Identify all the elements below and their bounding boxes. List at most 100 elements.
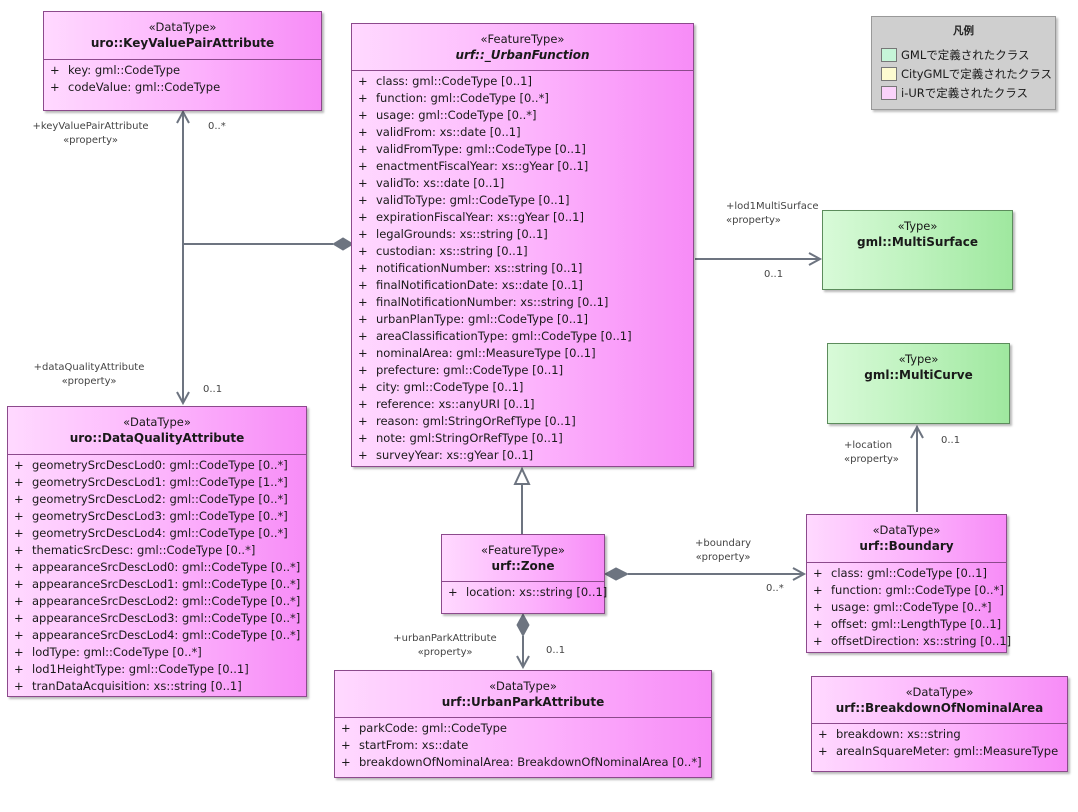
attribute-row: +parkCode: gml::CodeType — [341, 721, 508, 735]
attribute-row: +appearanceSrcDescLod1: gml::CodeType [0… — [14, 577, 301, 591]
class-urban-park-attribute[interactable]: «DataType» urf::UrbanParkAttribute +park… — [334, 670, 712, 778]
dq-multiplicity: 0..1 — [203, 384, 223, 395]
attribute-row: +areaInSquareMeter: gml::MeasureType — [818, 744, 1059, 758]
attribute-row: +note: gml:StringOrRefType [0..1] — [358, 431, 563, 445]
attribute-compartment: +class: gml::CodeType [0..1] +function: … — [807, 562, 1011, 650]
attribute-row: +function: gml::CodeType [0..*] — [813, 583, 1004, 597]
class-multi-curve[interactable]: «Type» gml::MultiCurve — [827, 343, 1010, 424]
attribute-row: +breakdownOfNominalArea: BreakdownOfNomi… — [341, 755, 702, 769]
class-name: urf::Boundary — [859, 539, 954, 553]
boundary-role-label: +boundary«property» — [694, 538, 752, 563]
class-stereotype: «FeatureType» — [480, 32, 565, 46]
legend-title: 凡例 — [953, 25, 974, 37]
kvp-arrowhead — [176, 109, 190, 124]
attribute-row: +lodType: gml::CodeType [0..*] — [14, 645, 202, 659]
park-multiplicity: 0..1 — [546, 645, 566, 656]
attribute-row: +prefecture: gml::CodeType [0..1] — [358, 363, 564, 377]
legend-item-citygml: CityGMLで定義されたクラス — [881, 66, 1052, 82]
attribute-row: +geometrySrcDescLod0: gml::CodeType [0..… — [14, 458, 288, 472]
attribute-row: +location: xs::string [0..1] — [448, 585, 608, 599]
attribute-row: +appearanceSrcDescLod0: gml::CodeType [0… — [14, 560, 301, 574]
attribute-row: +class: gml::CodeType [0..1] — [358, 74, 532, 88]
attribute-row: +city: gml::CodeType [0..1] — [358, 380, 524, 394]
class-breakdown-of-nominal-area[interactable]: «DataType» urf::BreakdownOfNominalArea +… — [811, 676, 1068, 772]
lod1-arrowhead — [808, 252, 823, 266]
attribute-row: +usage: gml::CodeType [0..*] — [358, 108, 537, 122]
attribute-row: +geometrySrcDescLod2: gml::CodeType [0..… — [14, 492, 288, 506]
kvp-role-label: +keyValuePairAttribute«property» — [32, 121, 149, 146]
attribute-row: +key: gml::CodeType — [50, 63, 181, 77]
attribute-row: +startFrom: xs::date — [341, 738, 469, 752]
boundary-composition-diamond — [603, 567, 630, 581]
boundary-arrowhead — [792, 567, 807, 581]
class-key-value-pair-attribute[interactable]: «DataType» uro::KeyValuePairAttribute +k… — [43, 11, 322, 111]
attribute-compartment: +breakdown: xs::string +areaInSquareMete… — [812, 723, 1067, 760]
attribute-row: +legalGrounds: xs::string [0..1] — [358, 227, 548, 241]
attribute-row: +reason: gml:StringOrRefType [0..1] — [358, 414, 576, 428]
attribute-row: +validFromType: gml::CodeType [0..1] — [358, 142, 586, 156]
attribute-row: +function: gml::CodeType [0..*] — [358, 91, 549, 105]
attribute-row: +enactmentFiscalYear: xs::gYear [0..1] — [358, 159, 589, 173]
legend-item-gml: GMLで定義されたクラス — [881, 47, 1030, 63]
attribute-row: +nominalArea: gml::MeasureType [0..1] — [358, 346, 596, 360]
attribute-row: +geometrySrcDescLod1: gml::CodeType [1..… — [14, 475, 288, 489]
attribute-row: +expirationFiscalYear: xs::gYear [0..1] — [358, 210, 584, 224]
attribute-compartment: +parkCode: gml::CodeType +startFrom: xs:… — [335, 717, 711, 771]
attribute-row: +lod1HeightType: gml::CodeType [0..1] — [14, 662, 249, 676]
attribute-row: +appearanceSrcDescLod4: gml::CodeType [0… — [14, 628, 301, 642]
dq-arrowhead — [176, 391, 190, 406]
attribute-row: +notificationNumber: xs::string [0..1] — [358, 261, 583, 275]
attribute-row: +finalNotificationNumber: xs::string [0.… — [358, 295, 609, 309]
attribute-row: +geometrySrcDescLod4: gml::CodeType [0..… — [14, 526, 288, 540]
park-composition-diamond — [516, 612, 530, 638]
attribute-row: +geometrySrcDescLod3: gml::CodeType [0..… — [14, 509, 288, 523]
class-stereotype: «DataType» — [148, 20, 217, 34]
attribute-row: +urbanPlanType: gml::CodeType [0..1] — [358, 312, 588, 326]
lod1-role-label: +lod1MultiSurface«property» — [726, 201, 819, 226]
attribute-row: +thematicSrcDesc: gml::CodeType [0..*] — [14, 543, 256, 557]
class-name: urf::Zone — [491, 559, 555, 573]
legend-panel: 凡例 GMLで定義されたクラス CityGMLで定義されたクラス i-URで定義… — [871, 16, 1056, 110]
kvp-association-line — [182, 112, 333, 245]
attribute-row: +reference: xs::anyURI [0..1] — [358, 397, 535, 411]
class-name: urf::BreakdownOfNominalArea — [835, 701, 1044, 715]
attribute-row: +finalNotificationDate: xs::date [0..1] — [358, 278, 583, 292]
class-stereotype: «FeatureType» — [481, 543, 565, 557]
boundary-multiplicity: 0..* — [766, 583, 784, 594]
class-name: urf::_UrbanFunction — [455, 48, 590, 62]
attribute-row: +custodian: xs::string [0..1] — [358, 244, 528, 258]
attribute-row: +offset: gml::LengthType [0..1] — [813, 617, 1002, 631]
class-stereotype: «DataType» — [905, 685, 974, 699]
location-multiplicity: 0..1 — [941, 435, 961, 446]
class-urban-function[interactable]: «FeatureType» urf::_UrbanFunction +class… — [351, 23, 694, 467]
class-name: urf::UrbanParkAttribute — [441, 695, 605, 709]
class-name: uro::KeyValuePairAttribute — [90, 36, 275, 50]
park-role-label: +urbanParkAttribute«property» — [393, 633, 497, 658]
class-boundary[interactable]: «DataType» urf::Boundary +class: gml::Co… — [806, 514, 1011, 653]
class-name: gml::MultiCurve — [864, 368, 973, 382]
class-stereotype: «DataType» — [123, 415, 191, 429]
generalization-triangle — [513, 466, 531, 485]
attribute-row: +appearanceSrcDescLod3: gml::CodeType [0… — [14, 611, 301, 625]
attribute-row: +validFrom: xs::date [0..1] — [358, 125, 521, 139]
attribute-compartment: +key: gml::CodeType +codeValue: gml::Cod… — [44, 59, 321, 96]
kvp-composition-diamond — [332, 237, 354, 251]
class-zone[interactable]: «FeatureType» urf::Zone +location: xs::s… — [441, 534, 608, 614]
class-data-quality-attribute[interactable]: «DataType» uro::DataQualityAttribute +ge… — [7, 406, 307, 697]
legend-swatch — [881, 48, 897, 62]
kvp-multiplicity: 0..* — [208, 121, 226, 132]
lod1-multiplicity: 0..1 — [764, 269, 784, 280]
legend-swatch — [881, 67, 897, 81]
dq-role-label: +dataQualityAttribute«property» — [33, 362, 145, 387]
class-name: uro::DataQualityAttribute — [69, 431, 245, 445]
class-stereotype: «Type» — [897, 219, 938, 233]
attribute-compartment: +location: xs::string [0..1] — [442, 581, 608, 601]
class-multi-surface[interactable]: «Type» gml::MultiSurface — [822, 210, 1013, 290]
attribute-compartment: +geometrySrcDescLod0: gml::CodeType [0..… — [8, 454, 306, 695]
attribute-compartment: +class: gml::CodeType [0..1] +function: … — [352, 70, 693, 464]
attribute-row: +areaClassificationType: gml::CodeType [… — [358, 329, 632, 343]
attribute-row: +codeValue: gml::CodeType — [50, 80, 221, 94]
class-stereotype: «DataType» — [872, 523, 941, 537]
attribute-row: +class: gml::CodeType [0..1] — [813, 566, 987, 580]
